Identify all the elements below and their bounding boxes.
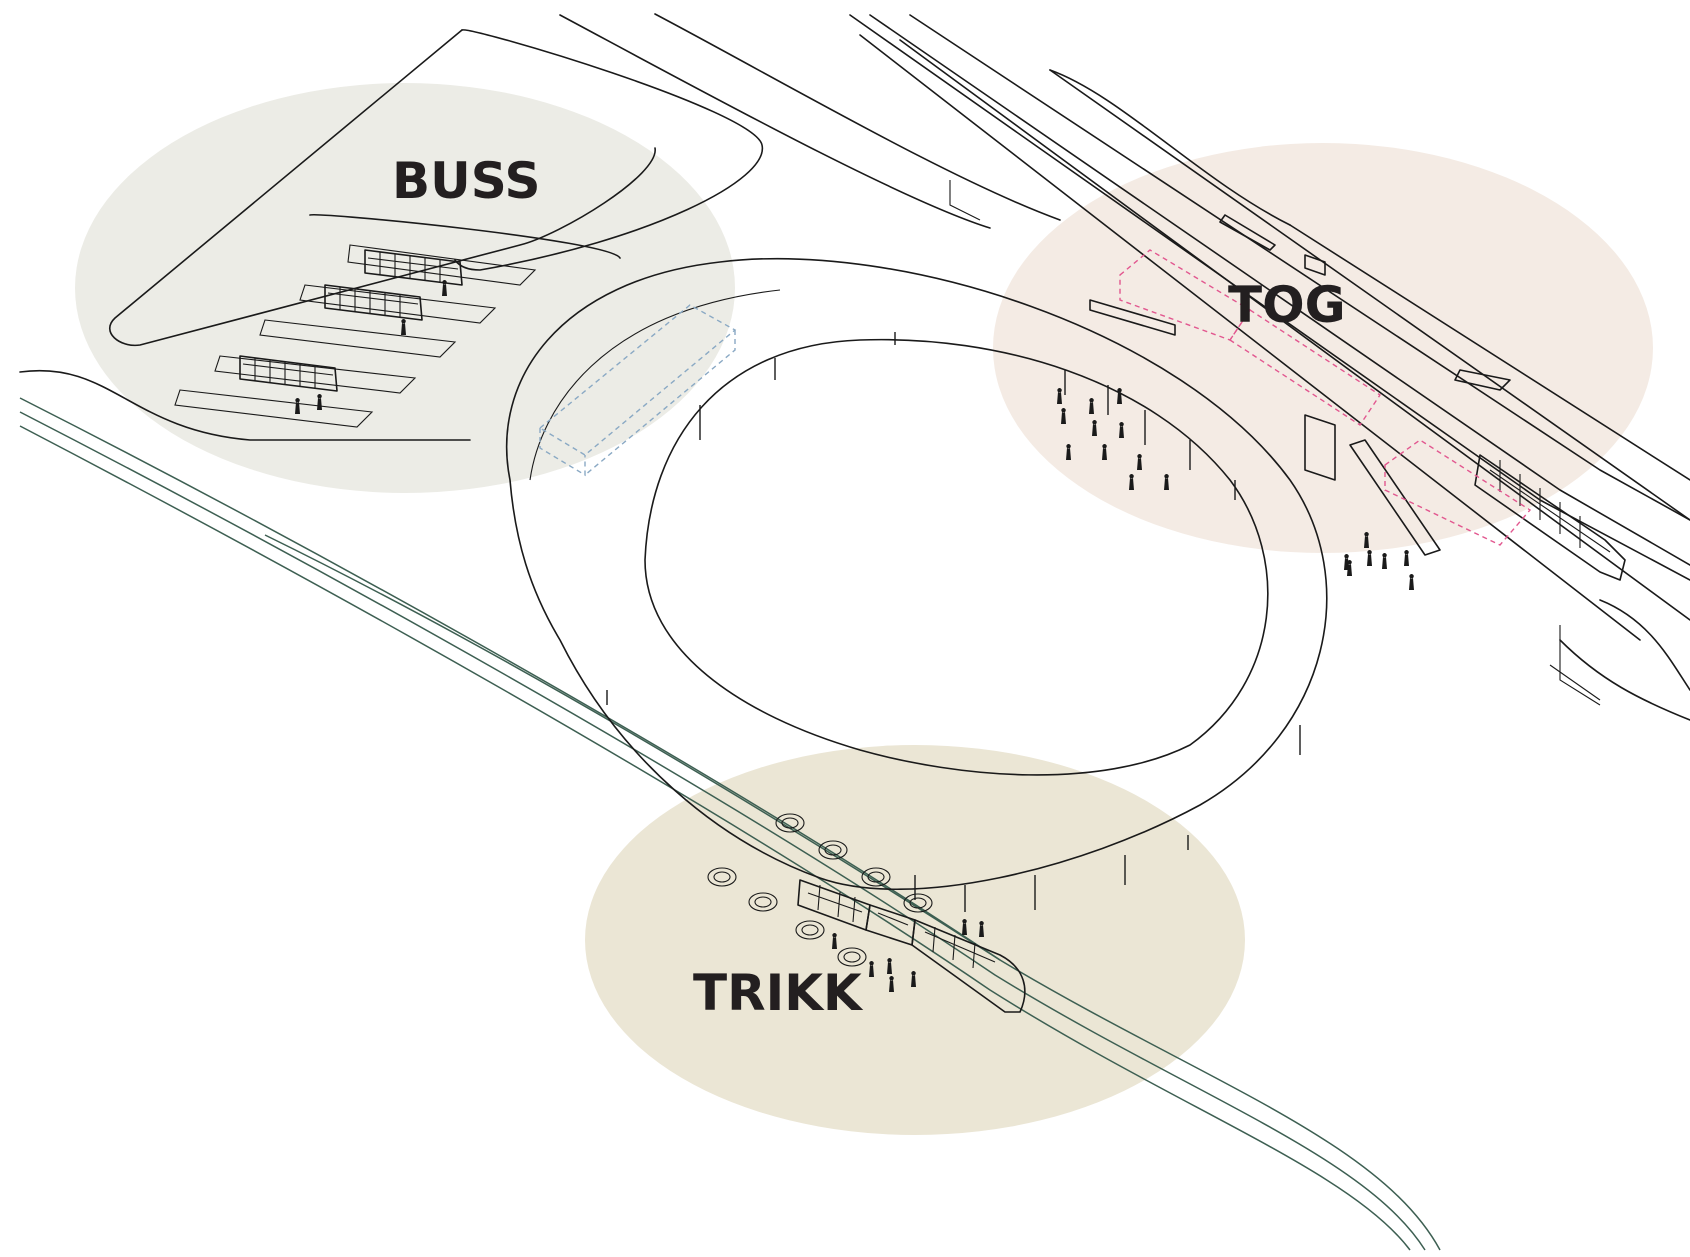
ring-support-posts bbox=[606, 332, 1301, 912]
platform-markers bbox=[1119, 249, 1532, 546]
tram-vehicle bbox=[797, 879, 1026, 1013]
train-zone-label: TOG bbox=[1228, 276, 1346, 334]
bus-zone-label: BUSS bbox=[392, 152, 541, 210]
railway-lines bbox=[849, 14, 1690, 706]
ring-inner-edge bbox=[644, 338, 1269, 776]
bus-shelter-marker bbox=[538, 304, 737, 477]
bus-zone-bubble bbox=[75, 83, 735, 493]
train-vehicle bbox=[1474, 454, 1626, 581]
road-lines bbox=[19, 13, 1690, 721]
ring-outer-edge bbox=[505, 257, 1328, 891]
pedestrians bbox=[295, 280, 1414, 992]
bus-parking-bays bbox=[174, 244, 537, 428]
tram-zone-label: TRIKK bbox=[693, 964, 864, 1022]
bus-icon bbox=[324, 284, 423, 321]
station-structures bbox=[1089, 214, 1511, 556]
tram-stop-rings bbox=[707, 813, 933, 967]
ring-walkway bbox=[505, 257, 1328, 891]
bus-vehicles bbox=[239, 249, 463, 392]
bus-icon bbox=[364, 249, 463, 286]
bus-icon bbox=[239, 355, 338, 392]
